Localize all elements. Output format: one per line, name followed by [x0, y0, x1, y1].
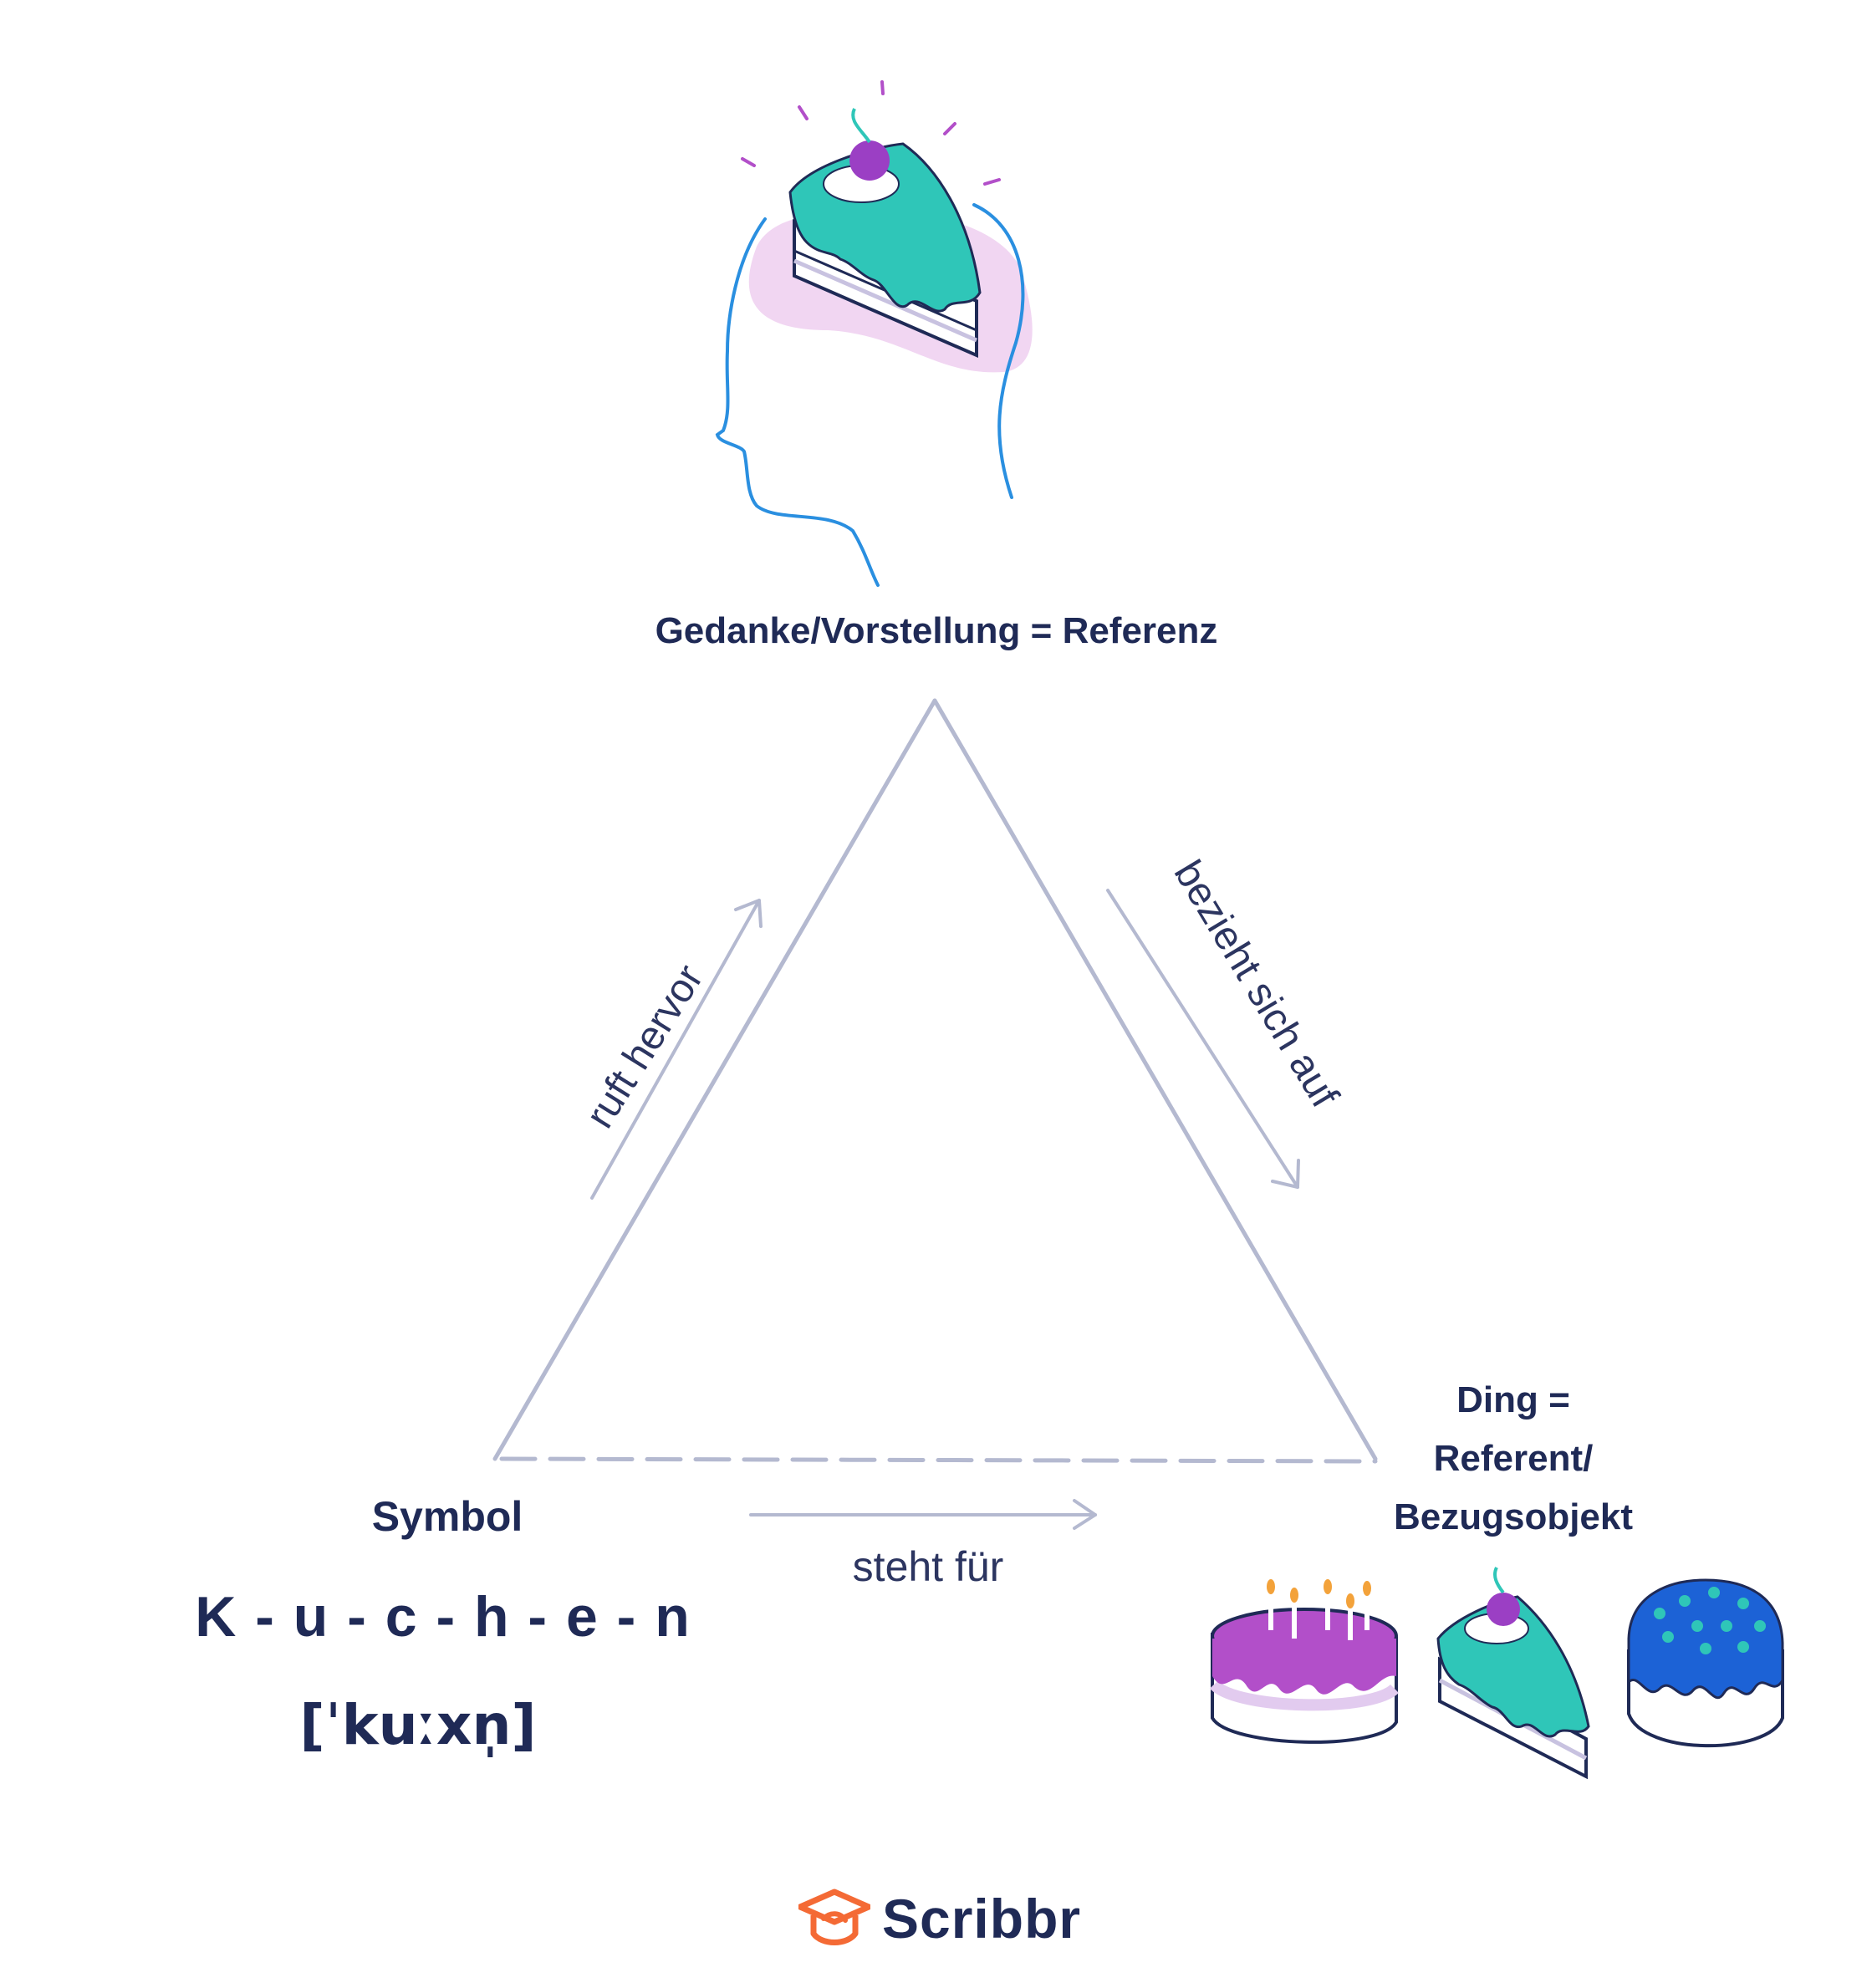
triangle-base-dashed — [499, 1456, 1378, 1464]
thing-label-line-2: Referent/ — [1433, 1438, 1594, 1479]
thing-label-line-1: Ding = — [1456, 1379, 1570, 1420]
thing-label-line-3: Bezugsobjekt — [1393, 1496, 1634, 1537]
semiotic-triangle — [492, 698, 1378, 1464]
node-label-thought-reference: Gedanke/Vorstellung = Referenz — [655, 610, 1218, 651]
arrow-ruft-hervor — [590, 899, 763, 1200]
head-with-cake-illustration — [715, 80, 1033, 587]
blue-cake-icon — [1627, 1578, 1784, 1748]
triangle-left-side — [492, 698, 937, 1461]
birthday-cake-icon — [1209, 1579, 1399, 1744]
arrow-steht-fuer — [749, 1499, 1097, 1530]
head-cake-slice — [788, 108, 982, 359]
edge-label-steht-fuer: steht für — [852, 1543, 1004, 1590]
node-label-thing-referent: Ding = Referent/ Bezugsobjekt — [1346, 1371, 1681, 1547]
node-label-symbol: Symbol — [371, 1493, 523, 1540]
symbol-phonetic-transcription: [ˈkuːxn̩] — [299, 1693, 537, 1757]
arrow-bezieht-sich-auf — [1106, 889, 1300, 1189]
triangle-right-side — [932, 698, 1378, 1461]
idea-sparks — [741, 80, 1001, 186]
edge-arrows — [590, 889, 1300, 1530]
head-outline — [715, 217, 880, 587]
symbol-word: K - u - c - h - e - n — [195, 1585, 691, 1649]
scribbr-logo-icon — [798, 1889, 870, 1945]
cake-slice-icon — [1436, 1567, 1590, 1780]
head-back-outline — [972, 203, 1025, 499]
scribbr-logo-text: Scribbr — [882, 1888, 1082, 1950]
scribbr-logo: Scribbr — [798, 1885, 1081, 1952]
